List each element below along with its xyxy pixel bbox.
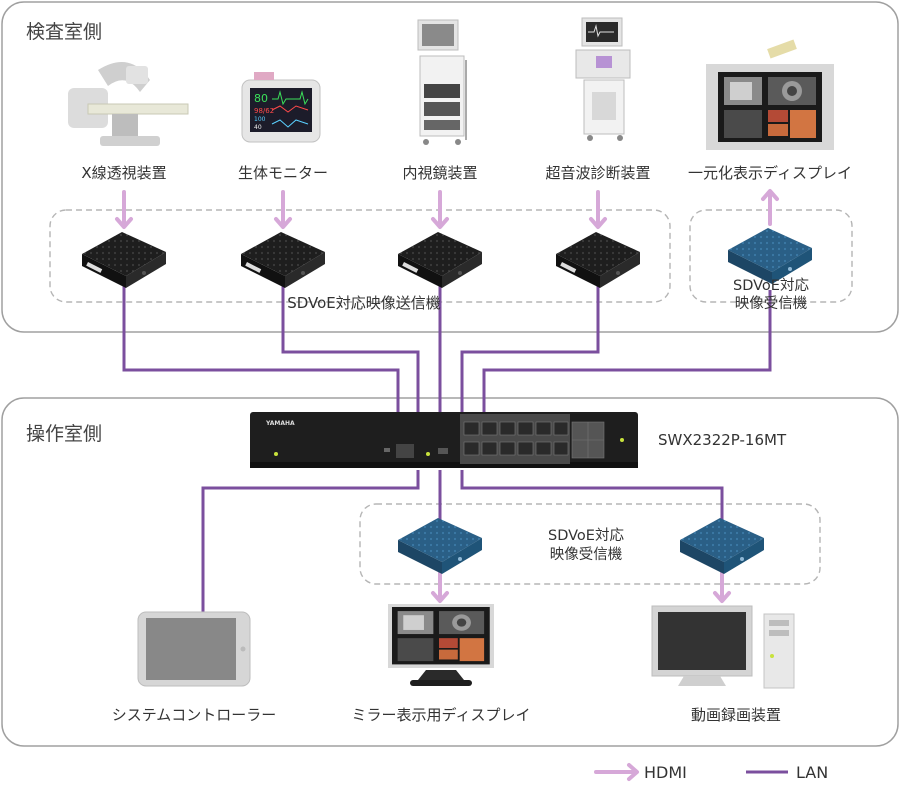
controller-label: システムコントローラー — [112, 706, 277, 724]
xray-label: X線透視装置 — [81, 164, 166, 182]
lan-cable-exam-receiver — [482, 290, 772, 415]
ultrasound-label: 超音波診断装置 — [545, 164, 650, 182]
lan-cable-xray — [122, 286, 400, 415]
exam-receiver-label-2: 映像受信機 — [735, 295, 808, 312]
unified-display-label: 一元化表示ディスプレイ — [688, 164, 852, 182]
exam-room-title: 検査室側 — [26, 21, 102, 43]
legend-hdmi-label: HDMI — [644, 763, 687, 782]
receiver-box — [398, 518, 482, 574]
receiver-box — [728, 228, 812, 284]
vital-monitor: 80 98/62 100 40 — [241, 72, 321, 143]
lan-cable-monitor — [281, 286, 420, 415]
tablet-controller — [137, 611, 251, 687]
legend: HDMI LAN — [594, 763, 828, 782]
endoscope-cart — [417, 19, 467, 145]
monitor-value-resp: 40 — [254, 124, 262, 131]
hdmi-cables — [115, 189, 779, 603]
operation-room-title: 操作室側 — [26, 423, 102, 445]
recorder-station — [651, 605, 795, 689]
network-switch: YAMAHA — [250, 412, 638, 468]
monitor-value-bp: 98/62 — [254, 107, 274, 115]
transmitter-box — [398, 232, 482, 288]
lan-cables — [122, 286, 772, 612]
lan-cable-op-receiver-2 — [460, 470, 724, 522]
lan-cable-controller — [201, 470, 420, 612]
monitor-label: 生体モニター — [238, 164, 328, 182]
lan-cable-ultrasound — [460, 286, 600, 415]
transmitter-box — [82, 232, 166, 288]
legend-lan-label: LAN — [796, 763, 828, 782]
exam-receiver-label-1: SDVoE対応 — [733, 277, 809, 294]
ultrasound-machine — [575, 17, 631, 141]
mirror-display — [388, 604, 494, 686]
operation-room-zone — [1, 397, 899, 747]
mirror-display-label: ミラー表示用ディスプレイ — [352, 706, 531, 724]
op-receiver-group — [359, 503, 821, 585]
transmitter-box — [241, 232, 325, 288]
transmitter-group — [49, 209, 671, 303]
transmitter-box — [556, 232, 640, 288]
monitor-value-heart: 80 — [254, 92, 268, 105]
arrow-right-icon — [594, 763, 639, 781]
recorder-label: 動画録画装置 — [691, 706, 781, 724]
transmitter-group-label: SDVoE対応映像送信機 — [287, 294, 441, 312]
endoscope-label: 内視鏡装置 — [402, 164, 477, 182]
xray-machine — [68, 62, 189, 146]
switch-model-label: SWX2322P-16MT — [658, 431, 787, 449]
op-receiver-label-2: 映像受信機 — [550, 546, 623, 563]
unified-display — [706, 39, 834, 150]
switch-brand: YAMAHA — [265, 420, 295, 427]
exam-room-zone — [1, 1, 899, 333]
receiver-box — [680, 518, 764, 574]
monitor-value-spo2: 100 — [254, 116, 266, 123]
op-receiver-label-1: SDVoE対応 — [548, 527, 624, 544]
